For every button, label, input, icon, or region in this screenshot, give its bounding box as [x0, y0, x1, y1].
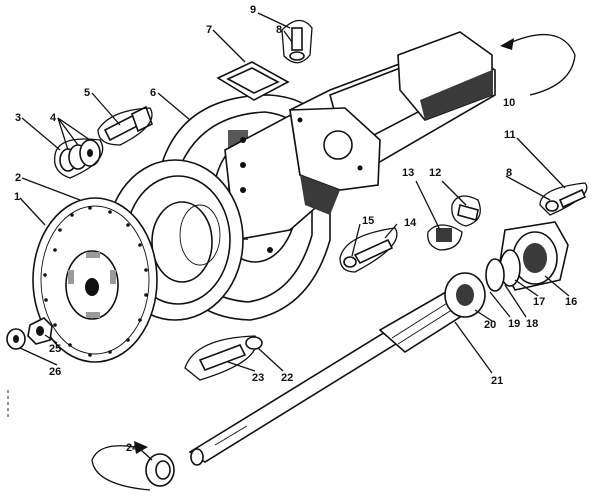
callout-8-right: 8: [506, 167, 512, 179]
plug-13: [427, 224, 463, 251]
callout-7: 7: [206, 24, 212, 36]
callout-17: 17: [533, 296, 545, 308]
callout-10: 10: [503, 97, 515, 109]
callout-13: 13: [402, 167, 414, 179]
washer-set: [53, 138, 104, 179]
callout-1: 1: [14, 191, 20, 203]
callout-11: 11: [504, 129, 516, 141]
callout-15: 15: [362, 215, 374, 227]
callout-20: 20: [484, 319, 496, 331]
callout-2: 2: [15, 172, 21, 184]
callout-19: 19: [508, 318, 520, 330]
callout-5: 5: [84, 87, 90, 99]
callout-18: 18: [526, 318, 538, 330]
bearing-assembly: [444, 221, 569, 318]
callout-16: 16: [565, 296, 577, 308]
callout-26: 26: [49, 366, 61, 378]
rotation-arrow-bottom: [91, 445, 151, 491]
callout-3: 3: [15, 112, 21, 124]
callout-24: 24: [126, 442, 139, 454]
nut-washer: [6, 317, 53, 350]
callout-4: 4: [50, 112, 57, 124]
gearbox-arm: [289, 31, 496, 215]
callout-25: 25: [49, 343, 61, 355]
bolt-11: [539, 182, 588, 216]
callout-12: 12: [429, 167, 441, 179]
rotation-arrow-top: [504, 33, 576, 96]
bolt-14: [339, 227, 398, 273]
callout-23: 23: [252, 372, 264, 384]
input-shaft: [188, 285, 477, 466]
callout-6: 6: [150, 87, 156, 99]
cover-plate: [216, 61, 290, 101]
bolt-23: [184, 335, 263, 381]
bolt-5: [97, 105, 153, 146]
rotation-arrowhead-bottom: [134, 441, 148, 454]
rotation-arrowhead-top: [500, 38, 514, 50]
clutch-disc: [32, 197, 158, 363]
callout-21: 21: [491, 375, 503, 387]
callout-22: 22: [281, 372, 293, 384]
seal-24: [145, 453, 175, 487]
bolt-9: [281, 19, 313, 64]
callout-14: 14: [404, 217, 417, 229]
fitting-12: [451, 195, 481, 227]
callout-8-top: 8: [276, 24, 282, 36]
leader-lines: [19, 12, 570, 461]
callout-labels: 1 2 3 4 5 6 7 8 9 10 11 8 12 13 14 15 16…: [14, 4, 577, 454]
callout-9: 9: [250, 4, 256, 16]
